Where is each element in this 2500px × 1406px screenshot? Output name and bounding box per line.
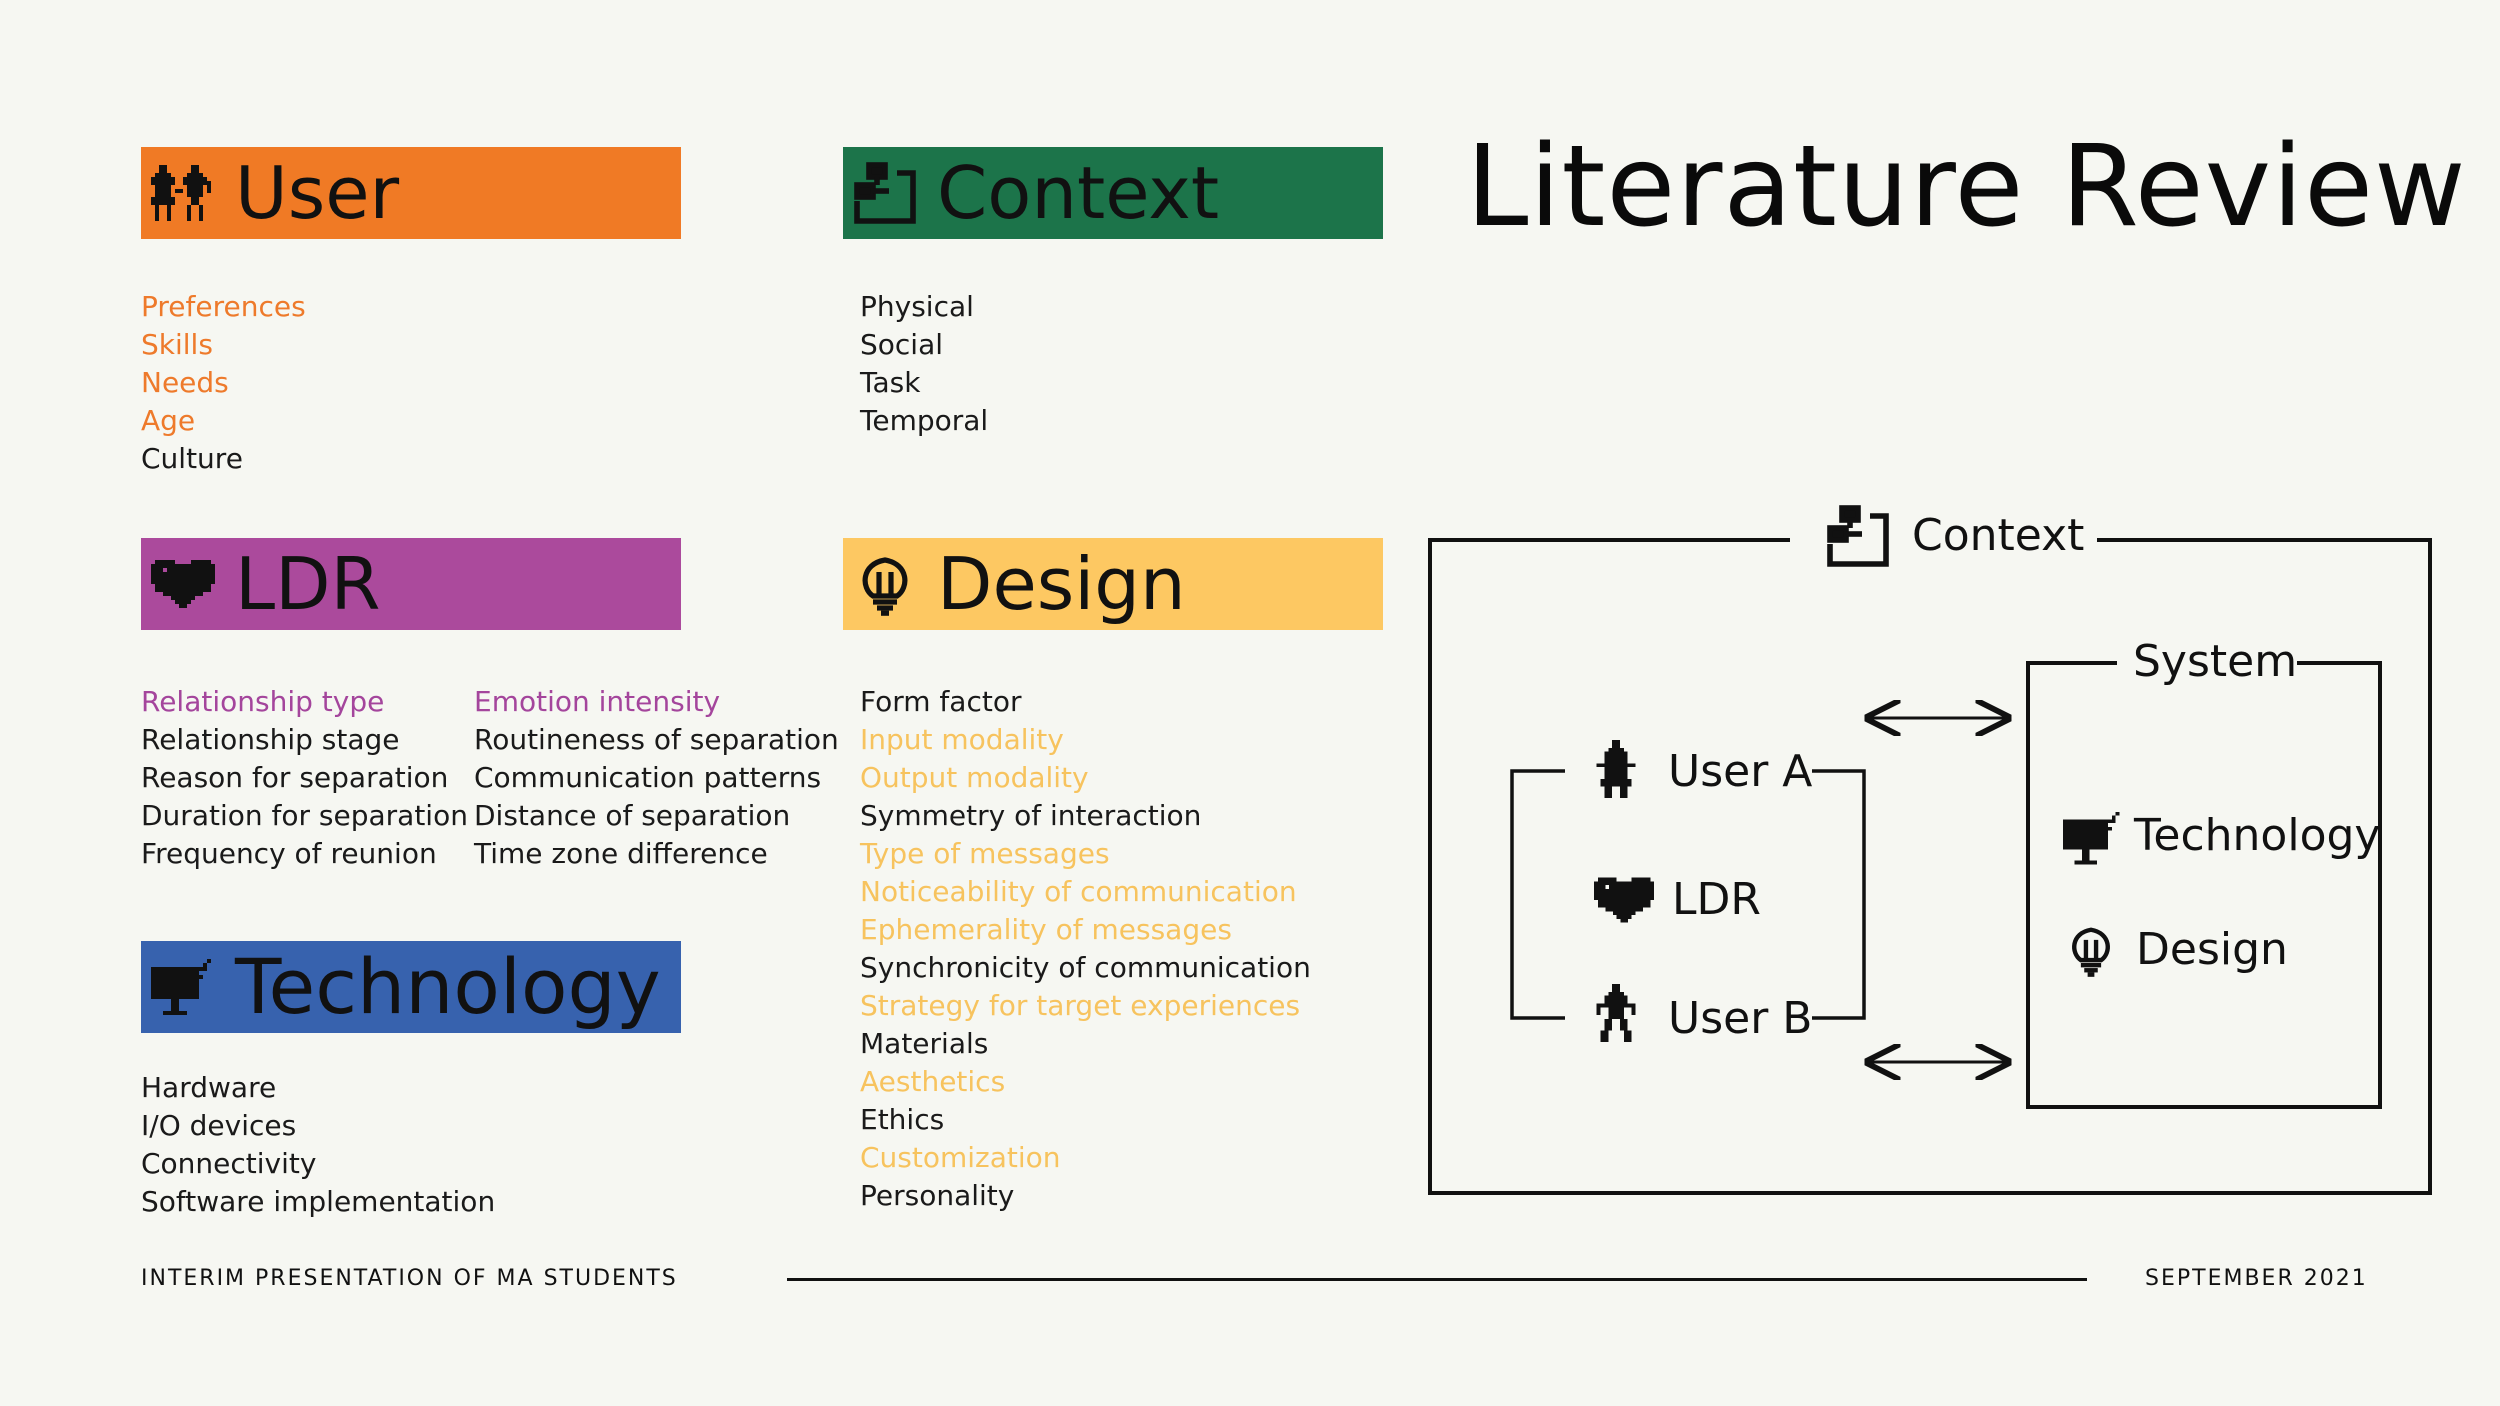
- list-item: Form factor: [860, 685, 1022, 718]
- design-heading: Design: [937, 542, 1186, 626]
- list-item: Social: [860, 328, 944, 361]
- list-item: Emotion intensity: [474, 685, 721, 718]
- context-frame: [1428, 538, 2432, 1195]
- list-item: Distance of separation: [474, 799, 791, 832]
- diagram-ldr: LDR: [1672, 874, 1761, 925]
- design-banner: Design: [843, 538, 1383, 630]
- lightbulb-icon: [2072, 927, 2110, 977]
- page-title: Literature Review: [1466, 122, 2467, 252]
- computer-icon: [2063, 811, 2120, 865]
- person-icon: [1596, 740, 1636, 799]
- list-item: Strategy for target experiences: [860, 989, 1301, 1022]
- list-item: Frequency of reunion: [141, 837, 437, 870]
- context-heading: Context: [937, 151, 1220, 235]
- list-item: Input modality: [860, 723, 1064, 756]
- user-bracket: [1510, 769, 1565, 1020]
- heart-icon: [1594, 877, 1654, 923]
- diagram-technology: Technology: [2134, 810, 2381, 861]
- list-item: Task: [860, 366, 921, 399]
- diagram-system-label: System: [2133, 632, 2298, 692]
- context-flow-icon: [1827, 505, 1889, 567]
- list-item: Symmetry of interaction: [860, 799, 1202, 832]
- computer-icon: [151, 959, 211, 1015]
- list-item: Aesthetics: [860, 1065, 1006, 1098]
- context-flow-icon: [854, 162, 916, 224]
- list-item: Output modality: [860, 761, 1089, 794]
- list-item: Skills: [141, 328, 213, 361]
- person-icon: [1596, 984, 1636, 1043]
- list-item: I/O devices: [141, 1109, 297, 1142]
- user-bracket-right: [1812, 769, 1866, 1020]
- footer-left: INTERIM PRESENTATION OF MA STUDENTS: [141, 1266, 678, 1291]
- list-item: Communication patterns: [474, 761, 822, 794]
- user-heading: User: [235, 151, 400, 235]
- list-item: Ethics: [860, 1103, 945, 1136]
- two-people-icon: [151, 165, 211, 221]
- diagram-design: Design: [2136, 924, 2288, 975]
- list-item: Reason for separation: [141, 761, 449, 794]
- technology-heading: Technology: [235, 942, 661, 1031]
- diagram-user-a: User A: [1668, 746, 1813, 797]
- list-item: Noticeability of communication: [860, 875, 1297, 908]
- list-item: Culture: [141, 442, 243, 475]
- ldr-heading: LDR: [235, 542, 381, 626]
- ldr-list-col2: Emotion intensity Routineness of separat…: [474, 683, 839, 873]
- technology-list: Hardware I/O devices Connectivity Softwa…: [141, 1069, 495, 1221]
- list-item: Temporal: [860, 404, 989, 437]
- system-frame: [2026, 661, 2382, 1109]
- list-item: Relationship stage: [141, 723, 400, 756]
- list-item: Customization: [860, 1141, 1061, 1174]
- list-item: Hardware: [141, 1071, 277, 1104]
- list-item: Physical: [860, 290, 974, 323]
- list-item: Materials: [860, 1027, 989, 1060]
- list-item: Preferences: [141, 290, 306, 323]
- context-list: Physical Social Task Temporal: [860, 288, 988, 440]
- lightbulb-icon: [862, 557, 908, 616]
- list-item: Type of messages: [860, 837, 1110, 870]
- technology-banner: Technology: [141, 941, 681, 1033]
- diagram-context-label: Context: [1912, 506, 2085, 566]
- design-list: Form factor Input modality Output modali…: [860, 683, 1311, 1215]
- list-item: Age: [141, 404, 196, 437]
- ldr-banner: LDR: [141, 538, 681, 630]
- footer-divider: [787, 1278, 2087, 1281]
- ldr-list-col1: Relationship type Relationship stage Rea…: [141, 683, 468, 873]
- list-item: Personality: [860, 1179, 1015, 1212]
- list-item: Ephemerality of messages: [860, 913, 1232, 946]
- list-item: Needs: [141, 366, 229, 399]
- context-banner: Context: [843, 147, 1383, 239]
- list-item: Time zone difference: [474, 837, 768, 870]
- footer-right: SEPTEMBER 2021: [2145, 1266, 2368, 1291]
- heart-icon: [151, 560, 215, 608]
- user-list: Preferences Skills Needs Age Culture: [141, 288, 306, 478]
- diagram-user-b: User B: [1668, 993, 1813, 1044]
- list-item: Routineness of separation: [474, 723, 839, 756]
- list-item: Connectivity: [141, 1147, 317, 1180]
- list-item: Synchronicity of communication: [860, 951, 1311, 984]
- user-banner: User: [141, 147, 681, 239]
- list-item: Duration for separation: [141, 799, 468, 832]
- list-item: Software implementation: [141, 1185, 496, 1218]
- list-item: Relationship type: [141, 685, 385, 718]
